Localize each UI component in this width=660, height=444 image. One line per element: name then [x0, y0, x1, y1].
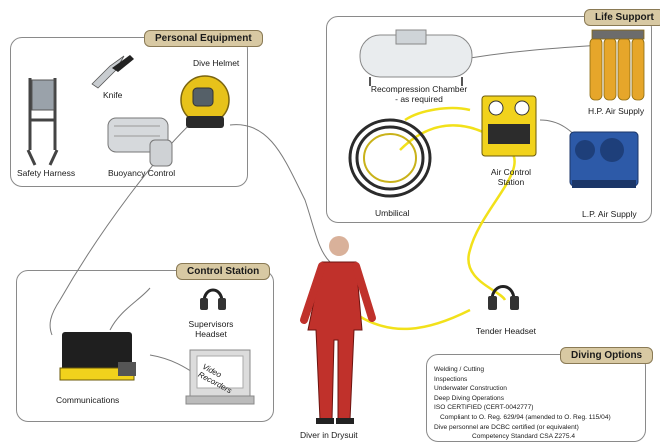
- recompression-chamber-label-line1: Recompression Chamber: [370, 84, 468, 94]
- umbilical-yellow-line: [399, 124, 516, 301]
- dive-helmet-illustration: [180, 75, 230, 128]
- umbilical-coil-illustration: [348, 118, 432, 198]
- supervisors-headset-label-line2: Headset: [195, 329, 227, 339]
- safety-harness-label: Safety Harness: [17, 168, 76, 178]
- buoyancy-control-label: Buoyancy Control: [108, 168, 176, 178]
- knife-label: Knife: [103, 90, 123, 100]
- diving-options-panel: [426, 354, 646, 442]
- diving-option-item: Inspections: [434, 375, 468, 383]
- diving-option-item: Underwater Construction: [434, 385, 507, 393]
- supervisors-headset-label: Supervisors Headset: [178, 319, 244, 339]
- diver-drysuit-illustration: [300, 236, 376, 424]
- chamber-to-hp-line: [469, 44, 601, 59]
- recompression-chamber-illustration: [359, 29, 473, 86]
- supervisor-to-comms-line: [109, 287, 151, 331]
- knife-illustration: [91, 55, 134, 89]
- life-support-tag: Life Support: [584, 9, 660, 26]
- diving-option-item: Deep Diving Operations: [434, 394, 505, 402]
- dive-helmet-label: Dive Helmet: [193, 58, 240, 68]
- air-control-station-illustration: [481, 95, 537, 157]
- buoyancy-control-illustration: [107, 117, 173, 167]
- lp-air-compressor-illustration: [569, 131, 639, 188]
- tender-headset-illustration: [488, 285, 519, 310]
- diving-option-item: Welding / Cutting: [434, 366, 485, 373]
- control-station-tag: Control Station: [176, 263, 271, 280]
- diving-options-tag: Diving Options: [560, 347, 654, 364]
- communications-box-illustration: [59, 332, 136, 381]
- hp-air-supply-label: H.P. Air Supply: [588, 106, 645, 116]
- helmet-to-diver-line: [229, 124, 331, 263]
- recompression-chamber-label-line2: - as required: [395, 94, 443, 104]
- acs-to-umbilical-line: [404, 106, 471, 122]
- diver-label: Diver in Drysuit: [300, 430, 358, 440]
- recompression-chamber-label: Recompression Chamber - as required: [364, 84, 474, 104]
- hp-air-cylinders-illustration: [589, 29, 645, 101]
- supervisors-headset-label-line1: Supervisors: [188, 319, 234, 329]
- tender-headset-label: Tender Headset: [476, 326, 537, 336]
- diving-options-list: Welding / Cutting Inspections Underwater…: [434, 365, 611, 442]
- personal-equipment-tag: Personal Equipment: [144, 30, 263, 47]
- air-control-station-label-line1: Air Control: [490, 167, 532, 177]
- diver-to-tender-line: [349, 308, 471, 331]
- lp-air-supply-label: L.P. Air Supply: [582, 209, 637, 219]
- diving-option-item: Dive personnel are DCBC certified (or eq…: [434, 423, 579, 431]
- umbilical-label: Umbilical: [375, 208, 410, 218]
- diving-option-item: Competency Standard CSA Z275.4: [472, 433, 575, 441]
- safety-harness-illustration: [26, 78, 59, 166]
- supervisor-headset-illustration: [200, 288, 226, 310]
- air-control-station-label-line2: Station: [497, 177, 525, 187]
- diving-option-item: ISO CERTIFIED (CERT-0042777): [434, 404, 534, 412]
- air-control-station-label: Air Control Station: [478, 167, 544, 187]
- diving-option-item: Compliant to O. Reg. 629/94 (amended to …: [440, 413, 611, 421]
- communications-label: Communications: [56, 395, 120, 405]
- video-recorders-illustration: [185, 349, 255, 405]
